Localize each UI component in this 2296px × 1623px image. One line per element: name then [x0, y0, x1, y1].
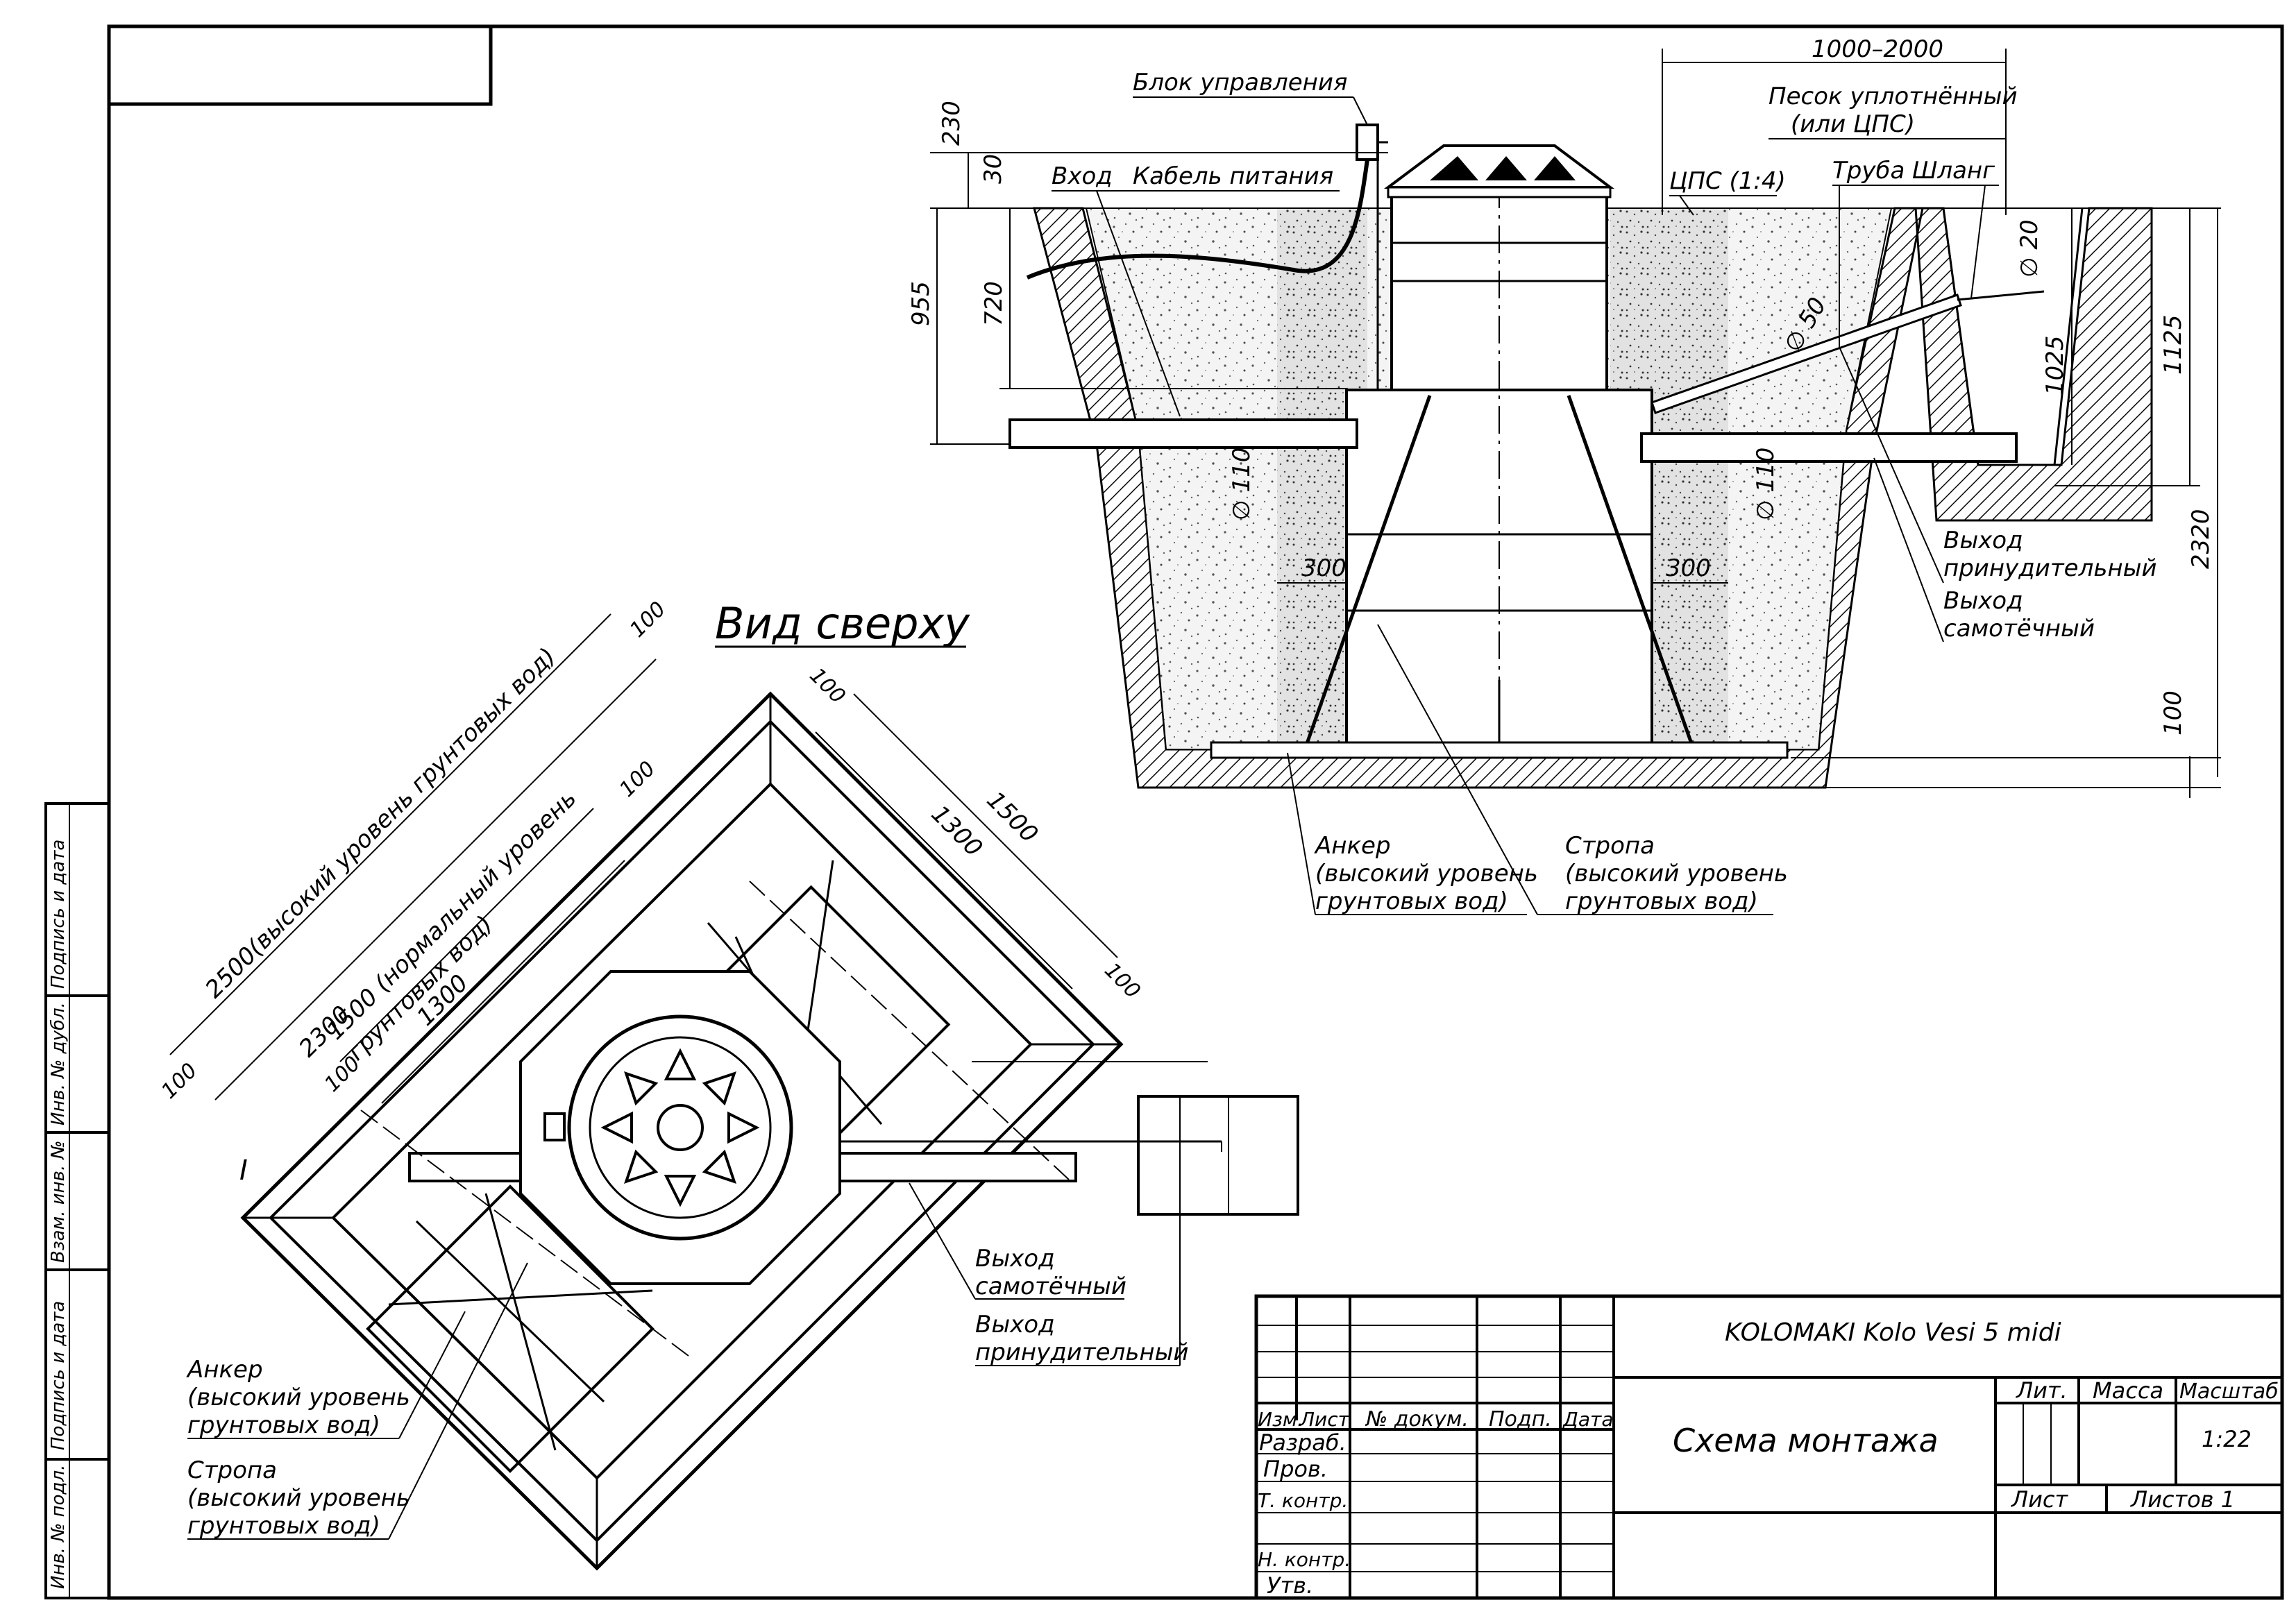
lid-slot [702, 1149, 736, 1184]
side-stamp: Инв. № подл. Подпись и дата Взам. инв. №… [44, 802, 110, 1599]
tb-lit: Лит. [2016, 1377, 2068, 1404]
tv-out-forced-1: Выход [975, 1311, 1055, 1339]
lid-slot [624, 1149, 659, 1184]
dim-100-d: 100 [615, 756, 660, 801]
dim-100-f: 100 [1099, 958, 1145, 1003]
tb-row-nkontr: Н. контр. [1258, 1548, 1351, 1571]
dim-d20: ∅ 20 [2016, 219, 2043, 278]
tv-anchor-2: (высокий уровень [187, 1384, 410, 1411]
dim-d110-right: ∅ 110 [1752, 448, 1780, 520]
label-anchor-3: грунтовых вод) [1315, 887, 1508, 915]
tb-h-sign: Подп. [1489, 1407, 1552, 1431]
label-sand1: Песок уплотнённый [1769, 83, 2018, 110]
label-sling-2: (высокий уровень [1565, 860, 1788, 887]
label-out-forced-1: Выход [1943, 527, 2023, 554]
dim-300-left: 300 [1301, 554, 1347, 582]
tb-row-tkontr: Т. контр. [1258, 1489, 1348, 1512]
tb-product: KOLOMAKI Kolo Vesi 5 midi [1725, 1318, 2061, 1347]
section-labels: Блок управления Вход Кабель питания Песо… [1052, 69, 2157, 915]
tb-mass: Масса [2093, 1377, 2163, 1404]
lid-slot [664, 1175, 697, 1207]
outlet-gravity-pipe [1640, 432, 2018, 463]
tv-sling-2: (высокий уровень [187, 1484, 410, 1512]
tv-sling-1: Стропа [187, 1456, 277, 1484]
dim-1125: 1125 [2159, 314, 2187, 375]
tb-row-utv: Утв. [1267, 1572, 1313, 1599]
tv-out-gravity-1: Выход [975, 1245, 1055, 1273]
top-view: I [239, 691, 1299, 1571]
label-inlet: Вход [1052, 162, 1113, 190]
tv-out-gravity-2: самотёчный [975, 1273, 1126, 1300]
tb-h-date: Дата [1562, 1408, 1614, 1431]
section-view [944, 124, 2153, 789]
dim-1300-right: 1300 [926, 800, 988, 862]
control-unit [1356, 124, 1379, 161]
stamp-podpis-1: Подпись и дата [48, 1301, 69, 1450]
lid-slot [702, 1071, 736, 1106]
lid-slot [664, 1048, 697, 1080]
dim-955: 955 [907, 281, 935, 326]
lid-slot [624, 1071, 659, 1106]
tb-scale-label: Масштаб [2179, 1379, 2279, 1404]
dim-720: 720 [980, 281, 1008, 326]
dim-230: 230 [938, 101, 965, 146]
dim-2320: 2320 [2187, 509, 2215, 569]
dim-300-right: 300 [1666, 554, 1711, 582]
tv-anchor-1: Анкер [186, 1356, 263, 1384]
tb-sheet: Лист [2011, 1486, 2068, 1513]
stamp-vzam-inv: Взам. инв. № [48, 1140, 69, 1263]
dim-1500-right: 1500 [981, 786, 1043, 848]
label-anchor-2: (высокий уровень [1315, 860, 1538, 887]
label-control-unit: Блок управления [1133, 69, 1347, 96]
label-hose: Шланг [1912, 157, 1995, 185]
dim-100-e: 100 [804, 663, 850, 708]
label-cps: ЦПС (1:4) [1669, 167, 1786, 195]
label-pipe: Труба [1832, 157, 1905, 185]
tb-h-list: Лист [1299, 1408, 1350, 1431]
dim-d110-left: ∅ 110 [1228, 448, 1256, 520]
label-sling-3: грунтовых вод) [1565, 887, 1758, 915]
tv-out-forced-2: принудительный [975, 1339, 1189, 1366]
section-dimensions: 1000–2000 230 30 955 720 ∅ 110 ∅ 110 300… [907, 35, 2221, 798]
label-sand2: (или ЦПС) [1791, 110, 1915, 138]
title-block: KOLOMAKI Kolo Vesi 5 midi Схема монтажа … [1254, 1294, 2284, 1600]
top-left-stamp-box [107, 24, 493, 106]
dim-100-c: 100 [625, 597, 670, 642]
stamp-podpis-2: Подпись и дата [48, 840, 69, 989]
section-mark: I [239, 1155, 248, 1187]
dim-1000-2000: 1000–2000 [1812, 35, 1943, 63]
stamp-inv-dubl: Инв. № дубл. [48, 1002, 69, 1125]
power-cable [1026, 159, 1369, 280]
stamp-inv-podl: Инв. № подл. [48, 1465, 69, 1589]
outlet-forced-pipe [1651, 294, 1962, 414]
tv-anchor-3: грунтовых вод) [187, 1411, 380, 1439]
label-out-gravity-2: самотёчный [1943, 615, 2095, 643]
top-view-labels: Выход самотёчный Выход принудительный Ан… [186, 1152, 1189, 1540]
top-view-heading: Вид сверху [715, 598, 970, 649]
tv-sling-3: грунтовых вод) [187, 1512, 380, 1540]
label-anchor-1: Анкер [1314, 832, 1391, 860]
dim-1025: 1025 [2041, 335, 2069, 396]
tb-drawing-name: Схема монтажа [1673, 1422, 1939, 1459]
dim-100: 100 [2159, 690, 2187, 736]
dim-2500: 2500(высокий уровень грунтовых вод) [200, 643, 561, 1003]
label-sling-1: Стропа [1565, 832, 1655, 860]
tank [1210, 144, 1789, 759]
dim-30: 30 [979, 154, 1007, 184]
inlet-pipe [1008, 418, 1358, 449]
tb-row-razrab: Разраб. [1259, 1429, 1347, 1456]
tb-scale: 1:22 [2202, 1426, 2252, 1452]
tb-sheets: Листов 1 [2130, 1486, 2235, 1513]
dim-100-a: 100 [157, 1058, 202, 1103]
tb-h-izm: Изм. [1258, 1408, 1303, 1431]
lid-slot [727, 1111, 760, 1144]
label-power-cable: Кабель питания [1133, 162, 1333, 190]
label-out-gravity-1: Выход [1943, 587, 2023, 615]
label-out-forced-2: принудительный [1943, 554, 2157, 582]
lid-slot [600, 1111, 633, 1144]
tb-h-doc: № докум. [1365, 1407, 1469, 1431]
tb-row-prov: Пров. [1263, 1456, 1328, 1482]
